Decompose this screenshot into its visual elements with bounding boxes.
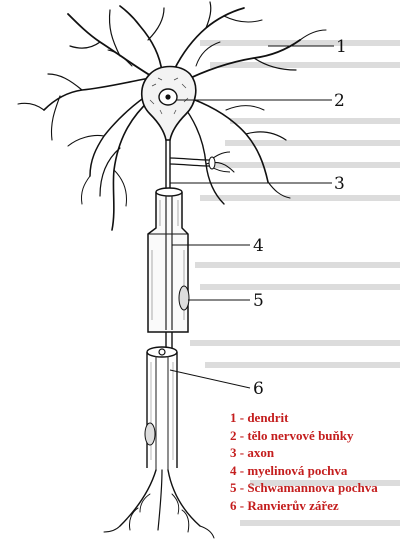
legend-item-axon: 3 - axon (230, 444, 378, 462)
leader-line-6 (170, 370, 250, 388)
callout-number-5: 5 (253, 291, 264, 311)
axon-collateral (170, 158, 210, 166)
callout-number-4: 4 (253, 236, 264, 256)
callout-number-3: 3 (334, 174, 345, 194)
legend-item-myelin-sheath: 4 - myelinová pochva (230, 462, 378, 480)
axon-terminals (104, 470, 214, 538)
legend-item-dendrit: 1 - dendrit (230, 409, 378, 427)
legend-item-cell-body: 2 - tělo nervové buňky (230, 427, 378, 445)
legend-item-schwann-sheath: 5 - Schwamannova pochva (230, 479, 378, 497)
cell-body (142, 67, 196, 141)
lower-axon-sheath (145, 347, 177, 470)
legend: 1 - dendrit 2 - tělo nervové buňky 3 - a… (230, 409, 378, 514)
myelin-sheath (148, 188, 189, 332)
callout-number-6: 6 (253, 379, 264, 399)
callout-number-2: 2 (334, 91, 345, 111)
schwann-cell-nucleus (179, 286, 189, 310)
ranvier-node-cell (145, 423, 155, 445)
callout-number-1: 1 (336, 37, 347, 57)
legend-item-ranvier-node: 6 - Ranvierův zářez (230, 497, 378, 515)
nucleolus (165, 94, 170, 99)
